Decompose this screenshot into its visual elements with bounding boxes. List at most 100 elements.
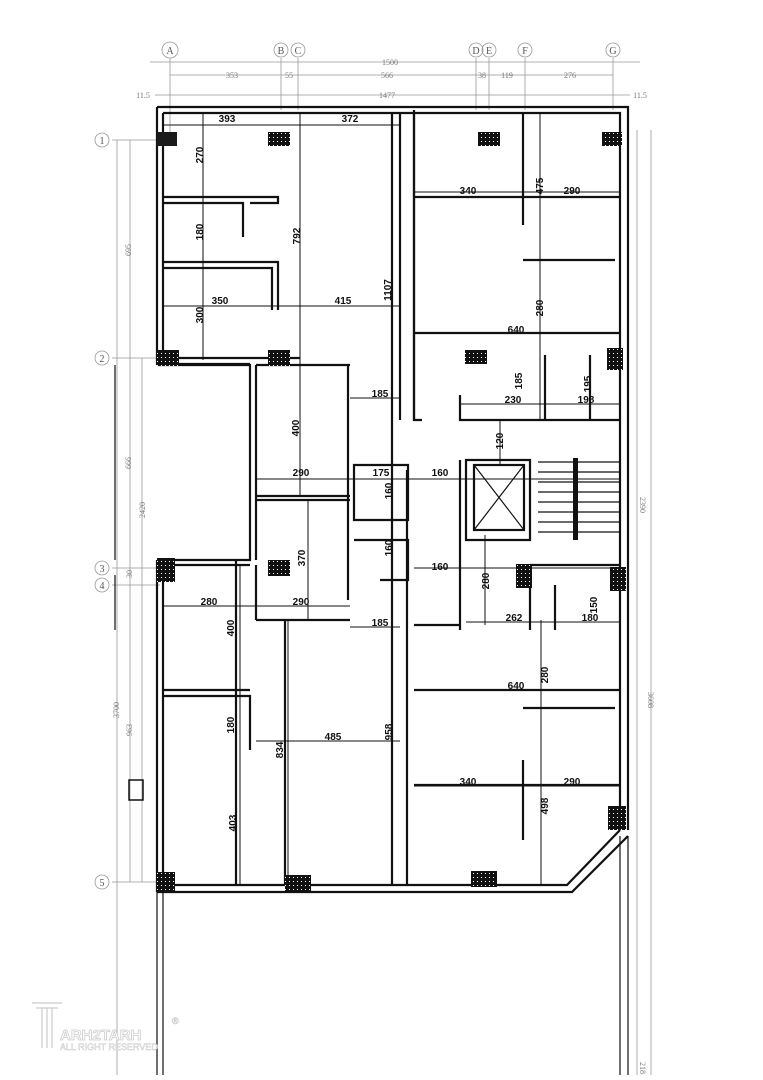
dim-label: 160 bbox=[432, 468, 449, 479]
column bbox=[478, 132, 500, 146]
column bbox=[268, 350, 290, 366]
column bbox=[157, 558, 175, 582]
watermark-brand: ARH2TARH bbox=[60, 1027, 141, 1044]
dim-label: 185 bbox=[372, 618, 389, 629]
column bbox=[268, 132, 290, 146]
column bbox=[608, 806, 626, 830]
dim-offset-right: 11.5 bbox=[633, 91, 647, 100]
dim-label: 372 bbox=[342, 114, 359, 125]
dim-label: 834 bbox=[275, 741, 286, 758]
dim-label: 640 bbox=[508, 325, 525, 336]
dim-label: 185 bbox=[514, 372, 525, 389]
grid-label-c: C bbox=[295, 46, 302, 57]
dim-label: 958 bbox=[384, 723, 395, 740]
dim-seg: 353 bbox=[226, 71, 238, 80]
grid-label-3: 3 bbox=[100, 564, 105, 575]
dim-label: 262 bbox=[506, 613, 523, 624]
dim-label: 195 bbox=[583, 375, 594, 392]
dim-left: 3700 bbox=[112, 702, 121, 718]
grid-label-a: A bbox=[166, 46, 174, 57]
dim-label: 290 bbox=[564, 186, 581, 197]
dim-inner: 1477 bbox=[379, 91, 395, 100]
side-dimensions: 695 666 2420 30 3700 963 2390 3608 218 bbox=[112, 244, 655, 1074]
dim-label: 160 bbox=[432, 562, 449, 573]
dim-label: 475 bbox=[535, 177, 546, 194]
dim-label: 400 bbox=[226, 619, 237, 636]
dim-seg: 276 bbox=[564, 71, 576, 80]
dim-label: 180 bbox=[226, 716, 237, 733]
dim-label: 280 bbox=[535, 299, 546, 316]
watermark-tagline: ALL RIGHT RESERVED bbox=[60, 1042, 158, 1052]
dim-label: 400 bbox=[291, 419, 302, 436]
dim-label: 280 bbox=[481, 572, 492, 589]
grid-label-2: 2 bbox=[100, 354, 105, 365]
dim-offset-left: 11.5 bbox=[136, 91, 150, 100]
dim-label: 160 bbox=[384, 482, 395, 499]
grid-label-g: G bbox=[609, 46, 616, 57]
grid-row-markers: 1 2 3 4 5 bbox=[94, 132, 110, 890]
structural-columns bbox=[128, 132, 626, 892]
top-dimensions: 1500 353 55 566 38 119 276 11.5 1477 11.… bbox=[136, 58, 647, 100]
dim-label: 290 bbox=[293, 597, 310, 608]
dim-label: 280 bbox=[540, 666, 551, 683]
dim-left: 666 bbox=[124, 457, 133, 469]
column bbox=[268, 560, 290, 576]
dim-label: 498 bbox=[540, 797, 551, 814]
column bbox=[157, 350, 179, 366]
grid-label-5: 5 bbox=[100, 878, 105, 889]
dim-label: 160 bbox=[384, 539, 395, 556]
column bbox=[602, 132, 622, 146]
dim-seg: 566 bbox=[381, 71, 393, 80]
grid-label-1: 1 bbox=[100, 136, 105, 147]
dim-label: 198 bbox=[578, 395, 595, 406]
dim-label: 792 bbox=[292, 227, 303, 244]
dim-label: 120 bbox=[495, 432, 506, 449]
dim-right: 3608 bbox=[646, 692, 655, 708]
dim-label: 300 bbox=[195, 306, 206, 323]
grid-label-f: F bbox=[522, 46, 528, 57]
dim-label: 403 bbox=[228, 814, 239, 831]
watermark-mark: ® bbox=[172, 1016, 179, 1026]
dim-left: 2420 bbox=[138, 502, 147, 518]
grid-label-d: D bbox=[472, 46, 479, 57]
dim-label: 485 bbox=[325, 732, 342, 743]
dim-left: 30 bbox=[125, 570, 134, 578]
column bbox=[285, 875, 311, 891]
dim-label: 290 bbox=[564, 777, 581, 788]
dim-label: 370 bbox=[297, 549, 308, 566]
dim-label: 340 bbox=[460, 186, 477, 197]
dim-seg: 55 bbox=[285, 71, 293, 80]
grid-label-e: E bbox=[486, 46, 492, 57]
dim-label: 230 bbox=[505, 395, 522, 406]
column bbox=[516, 564, 532, 588]
grid-lines bbox=[112, 58, 652, 1075]
horizontal-dimension-labels: 393 372 340 290 350 415 640 185 230 198 … bbox=[201, 114, 599, 788]
column bbox=[465, 350, 487, 364]
outlet-icon bbox=[128, 779, 144, 801]
column bbox=[157, 132, 177, 146]
dim-label: 280 bbox=[201, 597, 218, 608]
dim-label: 150 bbox=[589, 596, 600, 613]
column bbox=[157, 872, 175, 892]
dim-right: 2390 bbox=[638, 497, 647, 513]
dim-label: 290 bbox=[293, 468, 310, 479]
dim-label: 185 bbox=[372, 389, 389, 400]
dim-overall: 1500 bbox=[382, 58, 398, 67]
dim-right: 218 bbox=[638, 1062, 647, 1074]
dim-seg: 119 bbox=[501, 71, 513, 80]
grid-label-b: B bbox=[278, 46, 285, 57]
vertical-dimension-labels: 270 180 792 1107 300 475 280 185 195 400… bbox=[195, 146, 600, 831]
dim-left: 695 bbox=[124, 244, 133, 256]
dim-seg: 38 bbox=[478, 71, 486, 80]
grid-label-4: 4 bbox=[100, 581, 105, 592]
dim-label: 415 bbox=[335, 296, 352, 307]
grid-column-markers: A B C D E F G bbox=[161, 41, 621, 59]
dim-label: 340 bbox=[460, 777, 477, 788]
dim-left: 963 bbox=[125, 724, 134, 736]
walls bbox=[114, 105, 630, 1075]
dim-label: 1107 bbox=[383, 279, 394, 301]
dim-label: 175 bbox=[373, 468, 390, 479]
watermark-logo: ARH2TARH ALL RIGHT RESERVED ® bbox=[32, 1002, 179, 1052]
column bbox=[471, 871, 497, 887]
